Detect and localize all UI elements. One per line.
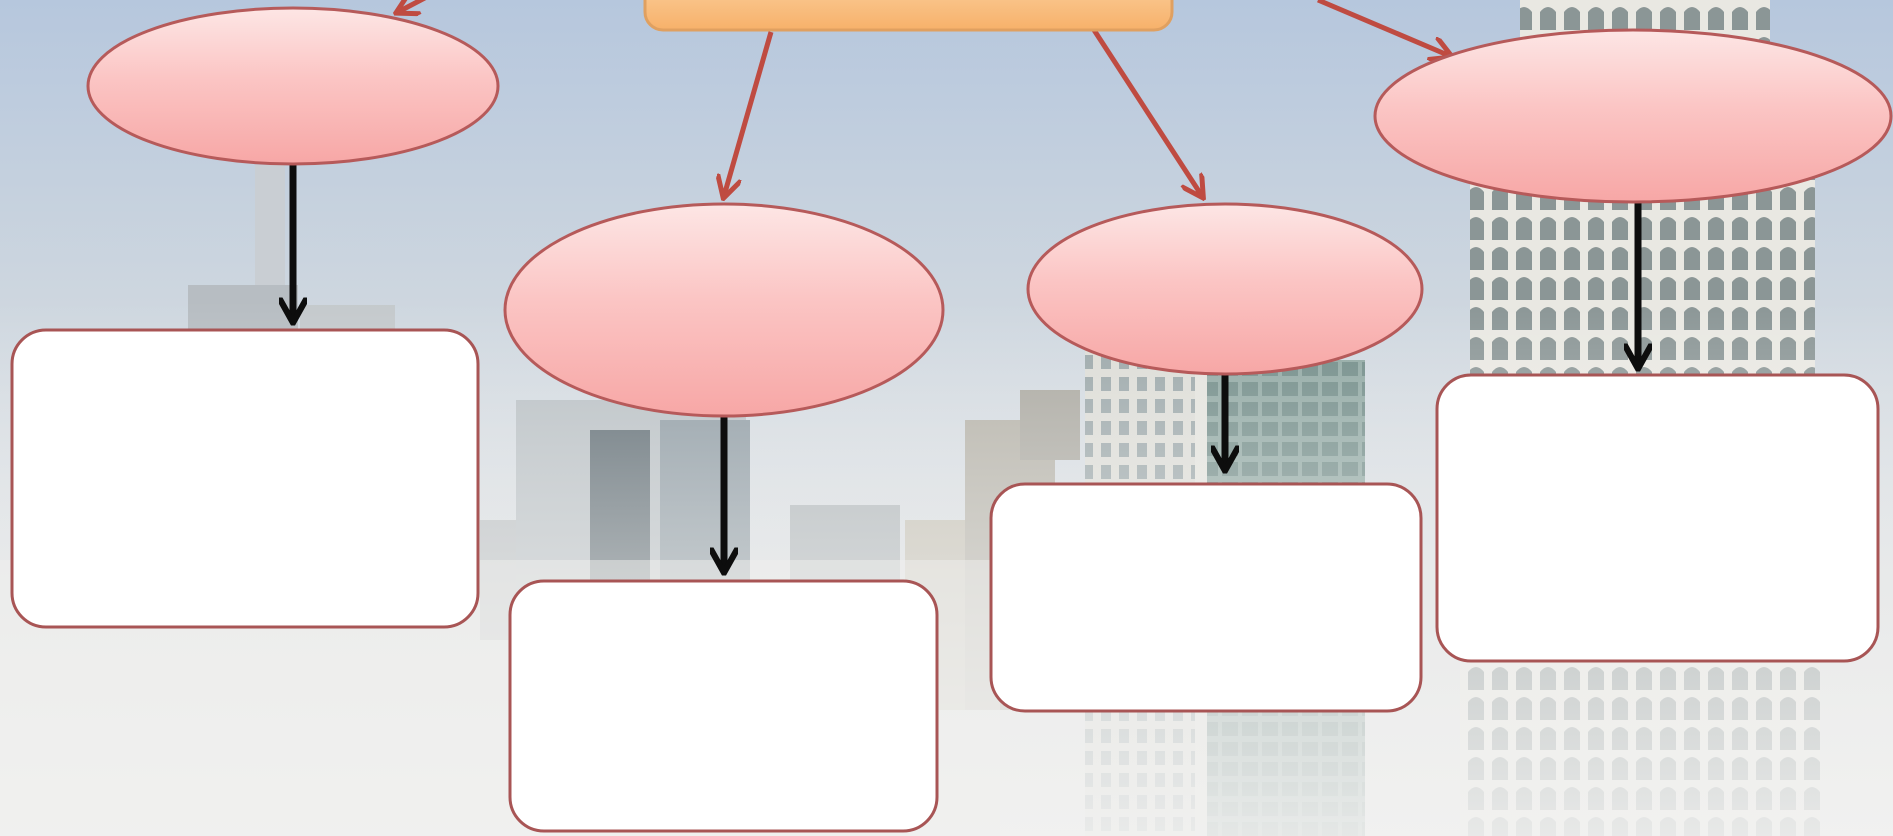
root-to-category-2-arrow [724, 31, 774, 196]
root-to-category-1-arrow [398, 0, 427, 12]
category-node-3 [1026, 202, 1424, 376]
detail-box-2 [508, 579, 939, 833]
detail-box-4 [1435, 373, 1880, 663]
root-node [643, 0, 1174, 32]
root-to-category-4-arrow [1317, 0, 1450, 56]
detail-box-1 [10, 328, 480, 629]
detail-box-3 [989, 482, 1423, 713]
category-node-4 [1373, 28, 1893, 204]
root-to-category-3-arrow [1091, 28, 1202, 196]
category-node-2 [503, 202, 945, 418]
category-node-1 [86, 6, 500, 166]
